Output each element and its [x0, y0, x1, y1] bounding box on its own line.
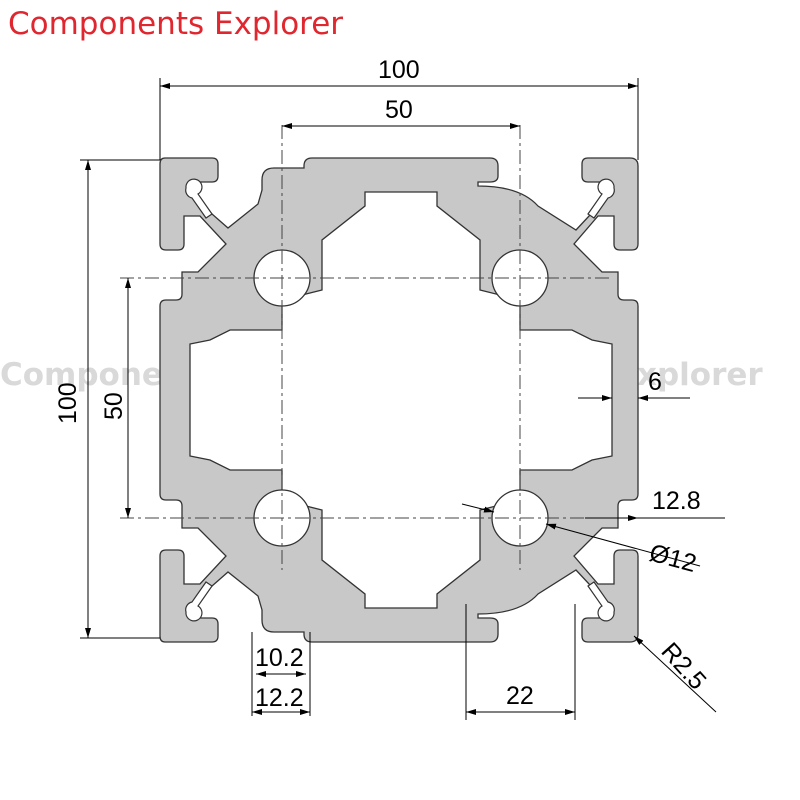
center-lines: [120, 125, 610, 570]
dim-slot-spacing-v: 50: [100, 278, 131, 518]
label-corner-radius: R2.5: [656, 637, 712, 695]
dim-slot-spacing-h: 50: [282, 96, 520, 129]
label-hole-diameter: Ø12: [646, 539, 699, 578]
label-slot-opening: 12.2: [255, 684, 304, 712]
dim-slot-outer: 22: [465, 604, 576, 720]
label-slot-spacing-v: 50: [100, 392, 128, 420]
label-overall-width: 100: [378, 56, 420, 84]
label-slot-outer: 22: [506, 682, 534, 710]
keyhole-bottom-left: [185, 581, 213, 622]
corner-holes: [185, 178, 615, 622]
dim-slot-opening: 10.2 12.2: [251, 632, 311, 716]
keyhole-bottom-right: [587, 581, 615, 622]
label-slot-spacing-h: 50: [385, 96, 413, 124]
label-overall-height: 100: [54, 382, 82, 424]
dim-corner-radius: R2.5: [633, 635, 717, 713]
dim-wall: 6: [578, 368, 690, 401]
keyhole-top-right: [587, 178, 615, 219]
keyhole-top-left: [185, 178, 213, 219]
label-wall: 6: [648, 368, 662, 396]
dim-overall-height: 100: [54, 159, 160, 639]
profile-shape: [159, 157, 639, 643]
label-slot-inner: 10.2: [255, 644, 304, 672]
label-slot-depth: 12.8: [652, 487, 701, 515]
dim-overall-width: 100: [159, 56, 639, 160]
brand-title: Components Explorer: [8, 6, 344, 42]
dim-slot-depth: 12.8: [585, 487, 725, 521]
